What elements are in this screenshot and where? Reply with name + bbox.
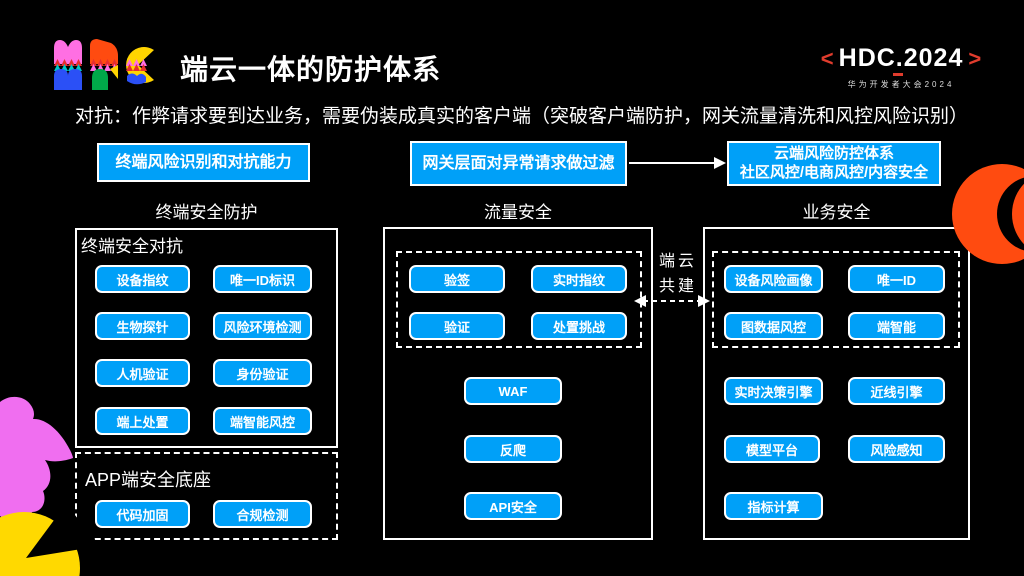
caption-terminal: 终端安全防护 xyxy=(155,203,258,222)
chip-compliance-check: 合规检测 xyxy=(213,500,312,528)
chip-realtime-decision-engine: 实时决策引擎 xyxy=(724,377,823,405)
lede-text: 对抗：作弊请求要到达业务，需要伪装成真实的客户端（突破客户端防护，网关流量清洗和… xyxy=(75,106,969,127)
terminal-panel xyxy=(75,228,338,448)
chip-code-harden: 代码加固 xyxy=(95,500,190,528)
business-panel xyxy=(703,227,970,540)
brand-name: HDC.2024 xyxy=(838,44,964,72)
chip-metric-compute: 指标计算 xyxy=(724,492,823,520)
bridge-label-line1: 端云 xyxy=(658,253,697,270)
chip-verification: 验证 xyxy=(409,312,505,340)
chip-device-risk-profile: 设备风险画像 xyxy=(724,265,823,293)
traffic-panel xyxy=(383,227,653,540)
chip-unique-id-mark: 唯一ID标识 xyxy=(213,265,312,293)
app-base-panel xyxy=(75,452,338,540)
bridge-label-line2: 共建 xyxy=(658,278,697,295)
terminal-panel-title: 终端安全对抗 xyxy=(81,237,183,256)
flow-arrow xyxy=(629,157,726,169)
flow-box-terminal-label: 终端风险识别和对抗能力 xyxy=(115,153,292,171)
hdc-brand: < HDC.2024 > xyxy=(821,44,981,73)
pink-flower-shape xyxy=(0,396,73,523)
chip-sign-verify: 验签 xyxy=(409,265,505,293)
chip-graph-risk: 图数据风控 xyxy=(724,312,823,340)
flow-box-cloud: 云端风险防控体系 社区风控/电商风控/内容安全 xyxy=(727,141,941,186)
chip-anti-crawler: 反爬 xyxy=(464,435,562,463)
flow-box-terminal: 终端风险识别和对抗能力 xyxy=(97,143,310,182)
chip-challenge-handle: 处置挑战 xyxy=(531,312,627,340)
chip-realtime-fingerprint: 实时指纹 xyxy=(531,265,627,293)
cloud-dashed-group xyxy=(712,251,960,348)
app-base-title: APP端安全底座 xyxy=(85,470,212,490)
flow-box-gateway-label: 网关层面对异常请求做过滤 xyxy=(422,154,615,172)
chip-nearline-engine: 近线引擎 xyxy=(848,377,945,405)
bottom-left-decor xyxy=(0,396,100,576)
chip-identity-verify: 身份验证 xyxy=(213,359,312,387)
chip-waf: WAF xyxy=(464,377,562,405)
page-title: 端云一体的防护体系 xyxy=(180,54,442,85)
brand-tagline: 华为开发者大会2024 xyxy=(847,80,955,89)
chip-captcha: 人机验证 xyxy=(95,359,190,387)
chip-device-fingerprint: 设备指纹 xyxy=(95,265,190,293)
chip-unique-id: 唯一ID xyxy=(848,265,945,293)
brand-bracket-right: > xyxy=(968,45,982,71)
mdc-logo xyxy=(54,39,154,90)
chip-model-platform: 模型平台 xyxy=(724,435,820,463)
flow-box-cloud-line1: 云端风险防控体系 xyxy=(773,144,894,162)
chip-api-security: API安全 xyxy=(464,492,562,520)
chip-risk-env-detect: 风险环境检测 xyxy=(213,312,312,340)
caption-traffic: 流量安全 xyxy=(484,203,552,222)
chip-device-ai: 端智能 xyxy=(848,312,945,340)
chip-risk-awareness: 风险感知 xyxy=(848,435,945,463)
brand-underline xyxy=(893,73,903,76)
flow-box-gateway: 网关层面对异常请求做过滤 xyxy=(410,141,627,186)
caption-business: 业务安全 xyxy=(802,203,871,222)
flow-box-cloud-line2: 社区风控/电商风控/内容安全 xyxy=(739,163,929,181)
chip-device-ai-risk: 端智能风控 xyxy=(213,407,312,435)
chip-bio-probe: 生物探针 xyxy=(95,312,190,340)
orange-circle-shape xyxy=(952,164,1024,264)
brand-bracket-left: < xyxy=(820,45,834,71)
chip-on-device-handle: 端上处置 xyxy=(95,407,190,435)
